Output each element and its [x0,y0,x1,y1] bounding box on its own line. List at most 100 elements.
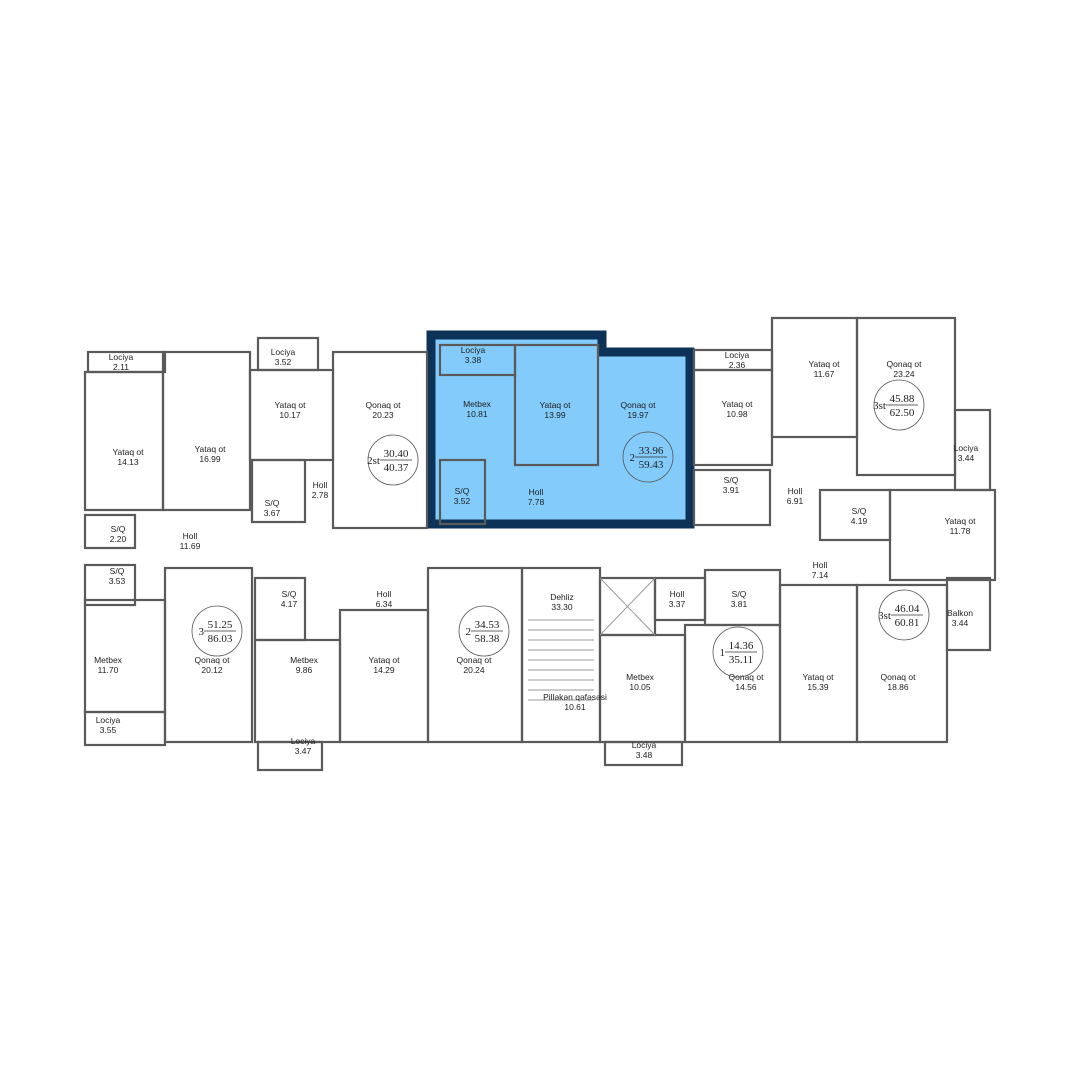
room-area: 11.78 [950,526,971,536]
room-area: 10.17 [279,410,301,420]
room-name: S/Q [724,475,739,485]
room-area: 6.91 [787,496,804,506]
room-area: 20.12 [201,665,223,675]
room-area: 23.24 [893,369,915,379]
wall [83,513,137,550]
room-area: 33.30 [551,602,573,612]
room-label: S/Q3.81 [731,589,748,609]
room-area: 3.55 [100,725,117,735]
room-name: S/Q [455,486,470,496]
room-label: S/Q4.19 [851,506,868,526]
total-area: 60.81 [895,617,920,629]
wall [778,583,859,744]
room-area: 11.67 [814,369,835,379]
room-count: 2st [367,455,380,467]
room-count: 3st [878,610,891,622]
room-area: 3.44 [952,618,969,628]
wall [161,350,252,512]
wall [163,566,254,744]
room-area: 7.78 [528,497,545,507]
room-name: Lociya [461,345,486,355]
room-area: 18.86 [887,682,909,692]
wall [83,563,137,607]
room-area: 3.81 [731,599,748,609]
room-name: Holl [183,531,198,541]
wall [256,740,324,772]
total-area: 86.03 [208,633,233,645]
wall [513,343,600,467]
room-area: 6.34 [376,599,393,609]
room-area: 9.86 [296,665,313,675]
room-count: 1 [720,647,726,659]
room-name: Metbex [626,672,655,682]
room-name: Yataq ot [194,444,226,454]
room-area: 3.91 [723,485,740,495]
room-area: 16.99 [199,454,221,464]
living-area: 14.36 [729,640,754,652]
room-area: 10.98 [726,409,748,419]
room-name: Qonaq ot [457,655,493,665]
room-name: Holl [529,487,544,497]
badge-circle [458,605,510,657]
badge-circle [712,626,764,678]
living-area: 30.40 [384,448,409,460]
room-name: S/Q [110,566,125,576]
room-name: S/Q [111,524,126,534]
room-label: S/Q3.91 [723,475,740,495]
room-area: 3.47 [295,746,312,756]
room-name: Holl [788,486,803,496]
room-area: 2.20 [110,534,127,544]
room-area: 3.38 [465,355,482,365]
selected-apartment-outline[interactable] [426,330,695,529]
room-area: 3.67 [264,508,281,518]
room-area: 13.99 [544,410,566,420]
total-area: 59.43 [639,459,664,471]
wall [888,488,997,582]
room-label: S/Q4.17 [281,589,298,609]
room-name: S/Q [852,506,867,516]
room-area: 20.24 [463,665,485,675]
room-area: 4.19 [851,516,868,526]
room-name: Dehliz [550,592,574,602]
room-name: Yataq ot [944,516,976,526]
wall [603,740,684,767]
room-area: 2.78 [312,490,329,500]
elevator-mark [599,577,656,636]
wall [855,583,949,744]
room-name: Holl [377,589,392,599]
badge-circle [191,605,243,657]
room-count: 2 [466,626,472,638]
selected-apartment[interactable] [426,330,695,529]
badge-circle [622,431,674,483]
room-name: Qonaq ot [729,672,765,682]
room-name: Lociya [291,736,316,746]
room-area: 3.48 [636,750,653,760]
